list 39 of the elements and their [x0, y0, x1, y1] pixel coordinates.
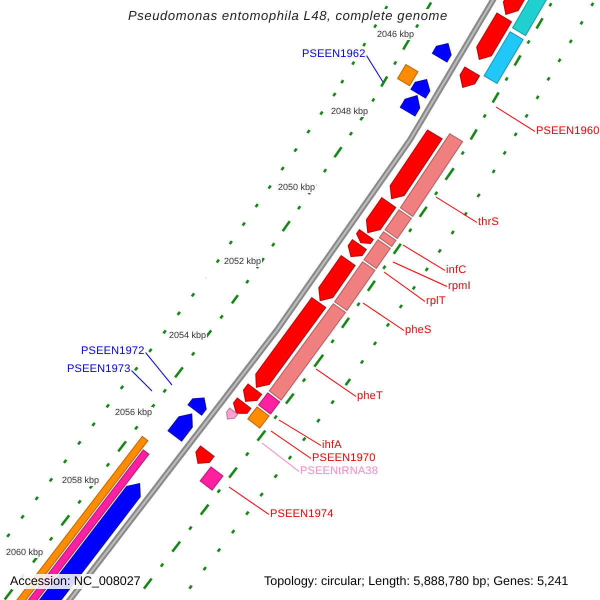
leader-line — [384, 272, 426, 302]
gene-label: PSEENtRNA38 — [300, 466, 378, 477]
leader-line — [392, 262, 448, 287]
gene-label: rplT — [426, 296, 446, 307]
gene-label: PSEEN1973 — [67, 364, 131, 375]
leader-line — [402, 244, 446, 271]
gene-label: infC — [446, 265, 466, 276]
scale-label: 2048 kbp — [330, 106, 370, 117]
leader-line — [270, 430, 312, 459]
gene-label: PSEEN1972 — [81, 346, 145, 357]
leader-line — [262, 442, 300, 472]
scale-label: 2058 kbp — [61, 475, 100, 486]
gene-label: thrS — [478, 217, 499, 228]
leader-line — [436, 196, 478, 223]
gene-label: pheS — [405, 325, 432, 336]
leader-line — [145, 352, 172, 386]
leader-line — [366, 55, 384, 82]
gene-label: PSEEN1960 — [536, 126, 600, 137]
accession-label: Accession: NC_008027 — [8, 574, 143, 588]
leader-line — [362, 302, 404, 331]
scale-label: 2052 kbp — [223, 256, 262, 267]
scale-label: 2050 kbp — [277, 182, 316, 193]
leader-line — [316, 368, 356, 397]
gene-label: PSEEN1962 — [302, 49, 366, 60]
gene-label: rpmI — [448, 281, 471, 292]
leader-line — [131, 370, 152, 392]
gene-label: PSEEN1974 — [270, 509, 334, 520]
scale-label: 2056 kbp — [114, 407, 154, 418]
leader-line — [496, 106, 536, 132]
title: Pseudomonas entomophila L48, complete genome — [128, 9, 448, 22]
gene-label: ihfA — [322, 440, 342, 451]
scale-label: 2054 kbp — [168, 330, 208, 341]
leader-line — [278, 420, 322, 446]
scale-label: 2046 kbp — [376, 29, 416, 40]
gene-label: PSEEN1970 — [312, 453, 376, 464]
scale-label: 2060 kbp — [5, 547, 44, 558]
leader-line — [228, 486, 270, 515]
gene-label: pheT — [357, 391, 383, 402]
genome-stats-label: Topology: circular; Length: 5,888,780 bp; Genes: 5,241 — [262, 574, 570, 588]
